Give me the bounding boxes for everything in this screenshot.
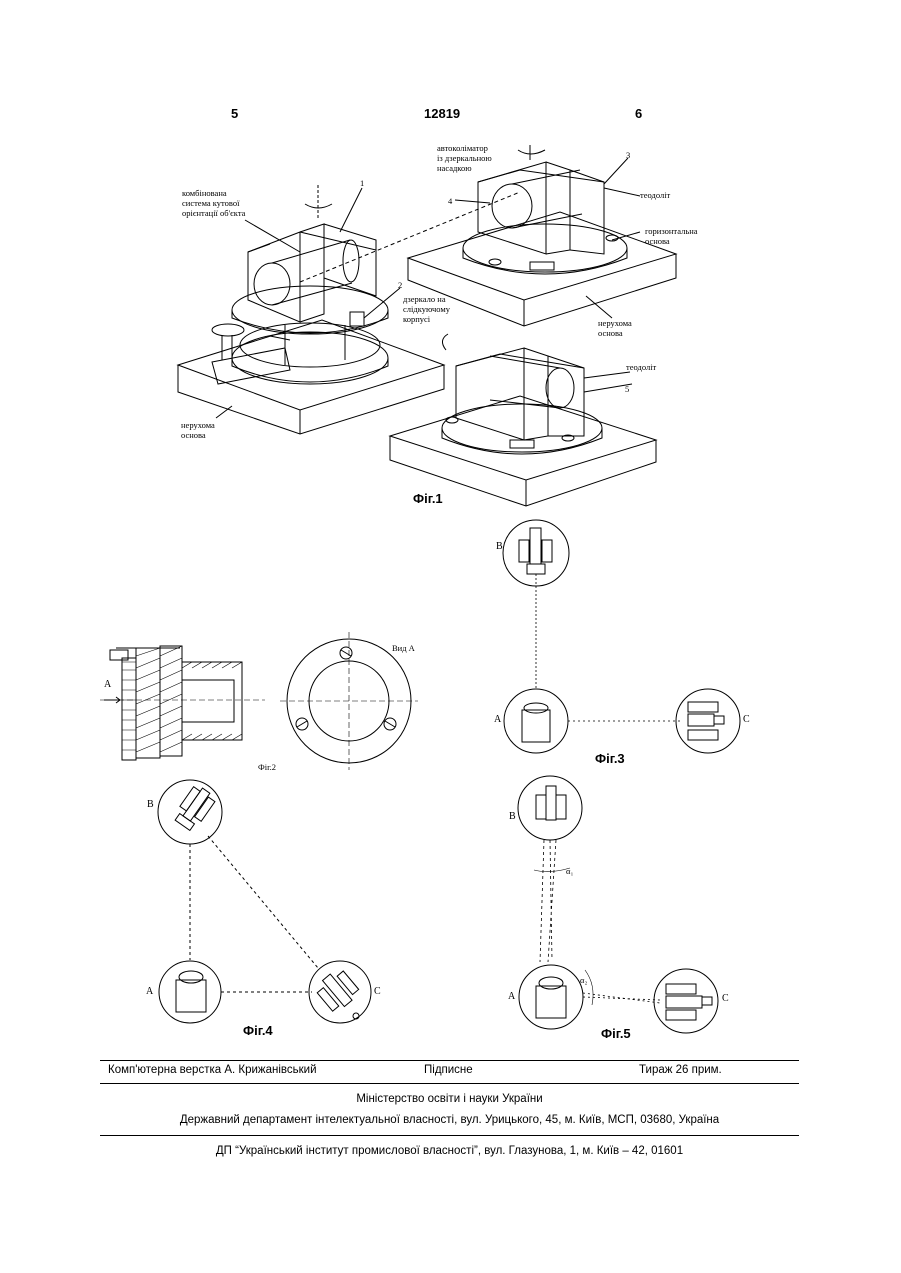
label-theodolite-bottom: теодоліт	[626, 362, 656, 372]
fig5-drawing	[518, 776, 718, 1033]
fig1-cylinder	[254, 263, 290, 305]
fig1-u-frame	[248, 232, 300, 322]
fig2-flange	[122, 658, 136, 760]
label-combined-system: комбінована система кутової орієнтації о…	[182, 188, 245, 218]
footer-layout-credit: Комп'ютерна верстка А. Крижанівський	[108, 1064, 317, 1076]
fig3-circle-a	[504, 689, 568, 753]
fig1-knob	[212, 324, 244, 336]
fig3-circle-c	[676, 689, 740, 753]
fig2-caption: Фіг.2	[258, 762, 276, 772]
fig1-bottom-u-frame	[456, 348, 524, 440]
fig3-circle-b	[503, 520, 569, 586]
fig2-arrow-label: А	[104, 679, 111, 690]
fig5-label-b: В	[509, 811, 516, 822]
label-num-2: 2	[398, 280, 402, 290]
label-num-5: 5	[625, 384, 629, 394]
fig5-alpha1: α₁	[566, 866, 573, 876]
label-num-1: 1	[360, 178, 364, 188]
fig3-label-b: В	[496, 541, 503, 552]
label-autocollimator: автоколіматор із дзеркальною насадкою	[437, 143, 492, 173]
fig1-left-turntable	[232, 332, 388, 384]
fig2-drawing	[100, 632, 418, 770]
fig5-circle-a	[519, 965, 583, 1029]
footer-department: Державний департамент інтелектуальної вл…	[100, 1114, 799, 1126]
fig1-right-top-turntable	[463, 224, 627, 272]
footer-signed: Підписне	[424, 1064, 473, 1076]
fig5-caption: Фіг.5	[601, 1026, 631, 1041]
fig3-caption: Фіг.3	[595, 751, 625, 766]
footer-rule-bottom	[100, 1135, 799, 1136]
fig3-label-c: С	[743, 714, 750, 725]
footer-ministry: Міністерство освіти і науки України	[100, 1093, 799, 1105]
fig1-top-cylinder	[492, 184, 532, 228]
label-theodolite-top: теодоліт	[640, 190, 670, 200]
label-fixed-base-left: нерухома основа	[181, 420, 215, 440]
fig1-right-base-bottom	[390, 396, 656, 480]
fig4-label-a: А	[146, 986, 153, 997]
fig3-label-a: А	[494, 714, 501, 725]
footer-rule-middle	[100, 1083, 799, 1084]
fig4-caption: Фіг.4	[243, 1023, 273, 1038]
fig4-drawing	[158, 780, 371, 1023]
footer-institute: ДП “Український інститут промислової вла…	[100, 1145, 799, 1157]
label-num-3: 3	[626, 150, 630, 160]
fig3-drawing	[503, 520, 740, 753]
fig2-sleeve	[182, 662, 242, 740]
footer-rule-top	[100, 1060, 799, 1061]
fig4-circle-a	[159, 961, 221, 1023]
label-num-4: 4	[448, 196, 452, 206]
fig5-label-a: А	[508, 991, 515, 1002]
fig1-top-u-frame	[478, 162, 546, 254]
fig5-circle-c	[654, 969, 718, 1033]
footer-circulation: Тираж 26 прим.	[639, 1064, 722, 1076]
fig1-right-base-top	[408, 212, 676, 300]
fig5-label-c: С	[722, 993, 729, 1004]
label-horizontal-base: горизонтальна основа	[645, 226, 698, 246]
fig5-alpha2: α₂	[580, 975, 587, 985]
fig4-label-c: С	[374, 986, 381, 997]
fig4-label-b: В	[147, 799, 154, 810]
label-fixed-base-right: нерухома основа	[598, 318, 632, 338]
fig2-view-label: Вид А	[392, 643, 415, 653]
fig4-circle-b	[158, 780, 222, 844]
fig1-caption: Фіг.1	[413, 491, 443, 506]
fig1-bottom-turntable	[442, 404, 602, 452]
label-mirror-on-housing: дзеркало на слідкуючому корпусі	[403, 294, 450, 324]
